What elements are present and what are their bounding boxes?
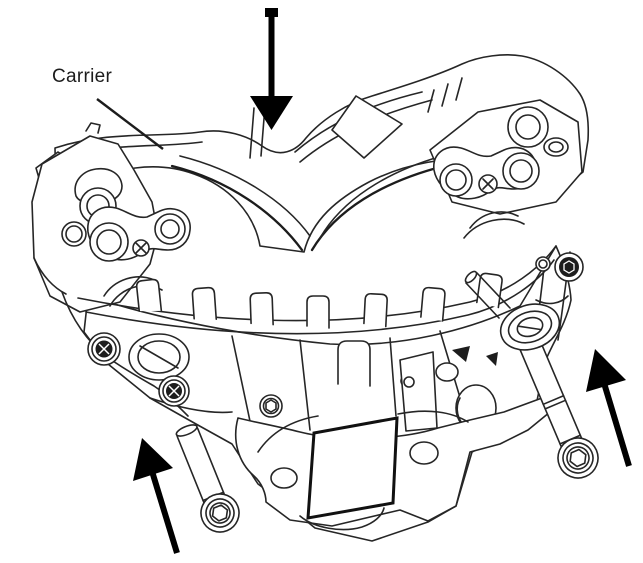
carrier-label: Carrier	[52, 66, 113, 87]
blank-label-patch	[306, 416, 399, 520]
right-mounting-bolt	[464, 270, 599, 479]
label-leader-line	[96, 98, 164, 150]
bottom-left-up-arrow	[133, 438, 180, 554]
left-mounting-bolt	[175, 424, 240, 533]
bottom-right-up-arrow	[586, 349, 632, 467]
down-arrow	[250, 8, 293, 130]
